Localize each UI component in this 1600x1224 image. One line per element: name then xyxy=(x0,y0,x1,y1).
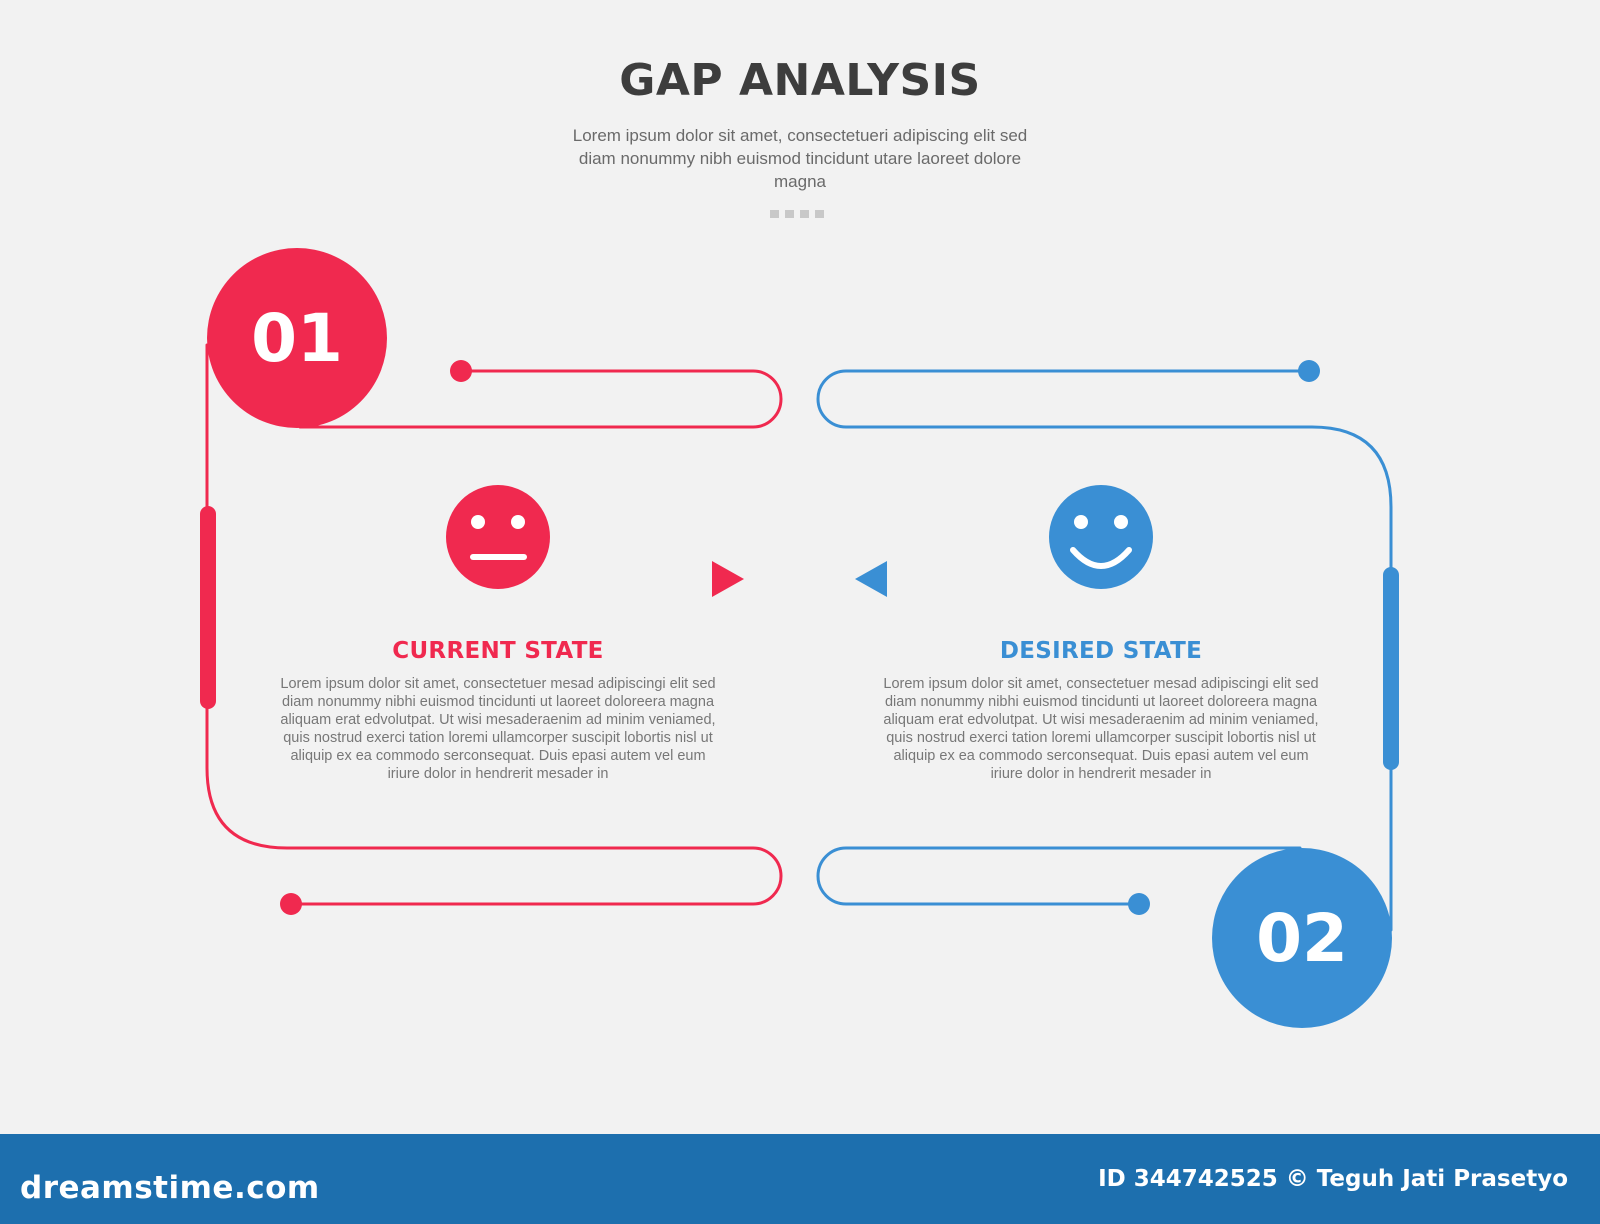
brand-logo: dreamstime.com xyxy=(20,1170,320,1206)
left-arrow-icon xyxy=(855,561,887,597)
right-arrow-icon xyxy=(712,561,744,597)
desired-state-bar xyxy=(1383,567,1399,770)
smiling-face-icon xyxy=(1049,485,1153,589)
divider-dots xyxy=(770,210,832,218)
desired-state-title: DESIRED STATE xyxy=(999,638,1203,664)
footer-bar xyxy=(0,1134,1600,1224)
desired-state-number: 02 xyxy=(1256,900,1348,977)
current-state-end-dot xyxy=(280,893,302,915)
current-state-number: 01 xyxy=(251,300,343,377)
desired-state-end-dot xyxy=(1298,360,1320,382)
current-state-number-badge xyxy=(207,248,387,428)
desired-state-frame xyxy=(816,369,1393,932)
page-subtitle: Lorem ipsum dolor sit amet, consectetuer… xyxy=(572,126,1028,191)
desired-state-number-badge xyxy=(1212,848,1392,1028)
desired-state-end-dot xyxy=(1128,893,1150,915)
current-state-frame xyxy=(205,343,783,906)
image-credit: ID 344742525 © Teguh Jati Prasetyo xyxy=(1098,1166,1568,1192)
current-state-description: Lorem ipsum dolor sit amet, consectetuer… xyxy=(280,676,716,782)
neutral-face-icon xyxy=(446,485,550,589)
page-title: GAP ANALYSIS xyxy=(619,55,981,106)
current-state-end-dot xyxy=(450,360,472,382)
current-state-title: CURRENT STATE xyxy=(392,638,604,664)
current-state-bar xyxy=(200,506,216,709)
desired-state-description: Lorem ipsum dolor sit amet, consectetuer… xyxy=(883,676,1319,782)
